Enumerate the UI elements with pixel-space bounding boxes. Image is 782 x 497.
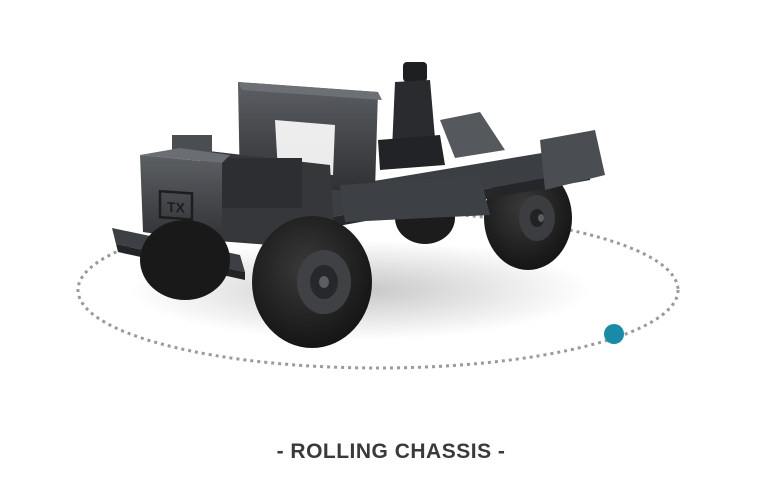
model-caption: - ROLLING CHASSIS - [276, 440, 506, 463]
orbit-handle[interactable] [604, 324, 624, 344]
truck-chassis-icon: TX [112, 62, 605, 348]
chassis-badge: TX [167, 199, 186, 216]
viewer-canvas: TX [76, 62, 680, 370]
3d-viewer[interactable]: TX [0, 0, 782, 420]
